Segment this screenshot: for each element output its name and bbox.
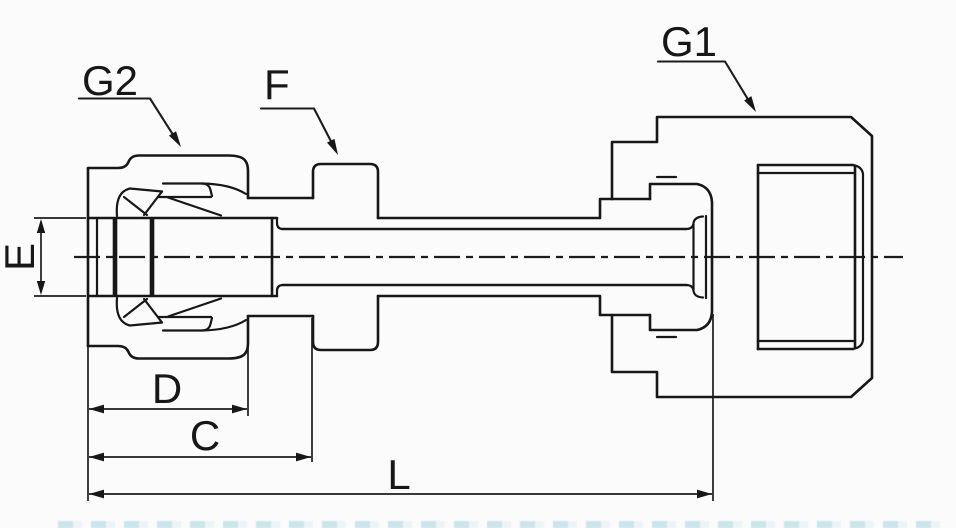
label-c: C	[190, 412, 220, 459]
g1-leader-line	[656, 60, 754, 108]
d-arrow-left	[89, 404, 104, 414]
l-arrow-left	[89, 489, 104, 499]
label-e: E	[0, 243, 43, 271]
left-nut-g2-outline	[86, 154, 315, 360]
g2-leader-arrow	[168, 131, 181, 147]
e-arrow-up	[36, 219, 46, 233]
callout-f: F	[259, 61, 338, 155]
right-nut-g1-outline	[610, 115, 874, 399]
c-arrow-left	[89, 452, 104, 462]
c-arrow-right	[296, 452, 311, 462]
g2-leader-line	[77, 97, 179, 143]
dimension-e: E	[0, 217, 86, 297]
thread-bore	[756, 163, 865, 351]
e-arrow-down	[36, 281, 46, 295]
f-leader-line	[259, 107, 337, 151]
l-arrow-right	[697, 489, 712, 499]
label-d: D	[152, 365, 182, 412]
callout-g2: G2	[77, 57, 181, 147]
fitting-body	[275, 197, 688, 317]
label-g1: G1	[661, 18, 717, 65]
hex-body-f	[311, 162, 380, 352]
f-leader-arrow	[326, 138, 338, 155]
dimension-l: L	[87, 314, 714, 501]
dimension-c: C	[89, 318, 313, 462]
tube-stub	[86, 216, 279, 298]
d-arrow-right	[232, 404, 247, 414]
label-g2: G2	[82, 57, 138, 104]
cropped-watermark-strip	[58, 521, 948, 528]
g1-leader-arrow	[744, 96, 756, 112]
callout-g1: G1	[656, 18, 756, 112]
label-f: F	[264, 61, 290, 108]
ferrules	[115, 182, 248, 332]
dimension-d: D	[89, 347, 249, 416]
label-l: L	[387, 451, 410, 498]
